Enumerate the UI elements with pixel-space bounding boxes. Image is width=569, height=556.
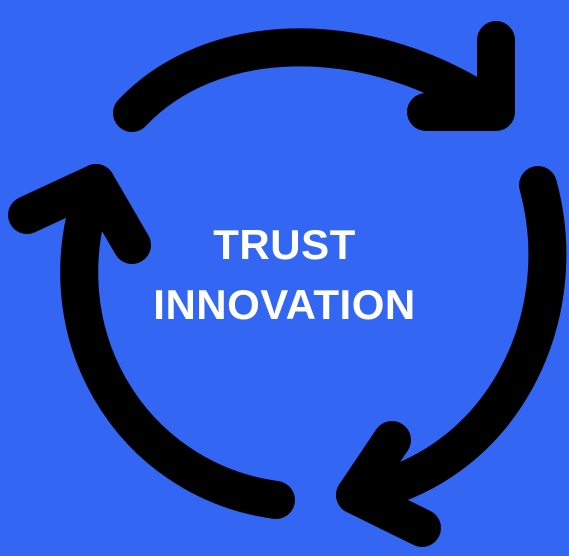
center-label-trust: TRUST [213,221,356,268]
center-label-innovation: INNOVATION [153,281,416,328]
cycle-arrow-icon [113,21,515,132]
cycle-arrow-icon [336,166,567,547]
cycle-arrow-icon [8,164,295,519]
